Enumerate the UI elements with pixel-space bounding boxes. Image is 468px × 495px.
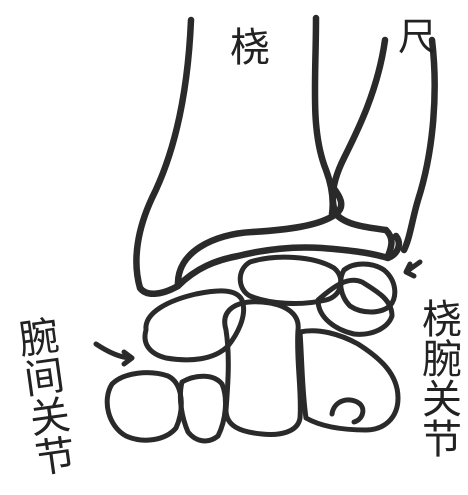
- ulna-medial-border: [404, 40, 435, 250]
- radius-medial-border: [315, 18, 333, 214]
- label-ulna: 尺: [398, 18, 436, 56]
- trapezoid-bone: [180, 376, 225, 441]
- trapezium-bone: [107, 373, 181, 440]
- midcarpal-joint-arrow: [96, 344, 132, 364]
- label-radius: 桡: [230, 28, 270, 68]
- ulna-bone-outline: [333, 40, 392, 256]
- capitate-bone: [225, 302, 301, 435]
- label-radiocarpal-joint: 桡腕关节: [418, 298, 458, 458]
- hamate-hook: [332, 400, 363, 422]
- radiocarpal-joint-arrow: [406, 262, 420, 276]
- hamate-bone: [300, 331, 398, 430]
